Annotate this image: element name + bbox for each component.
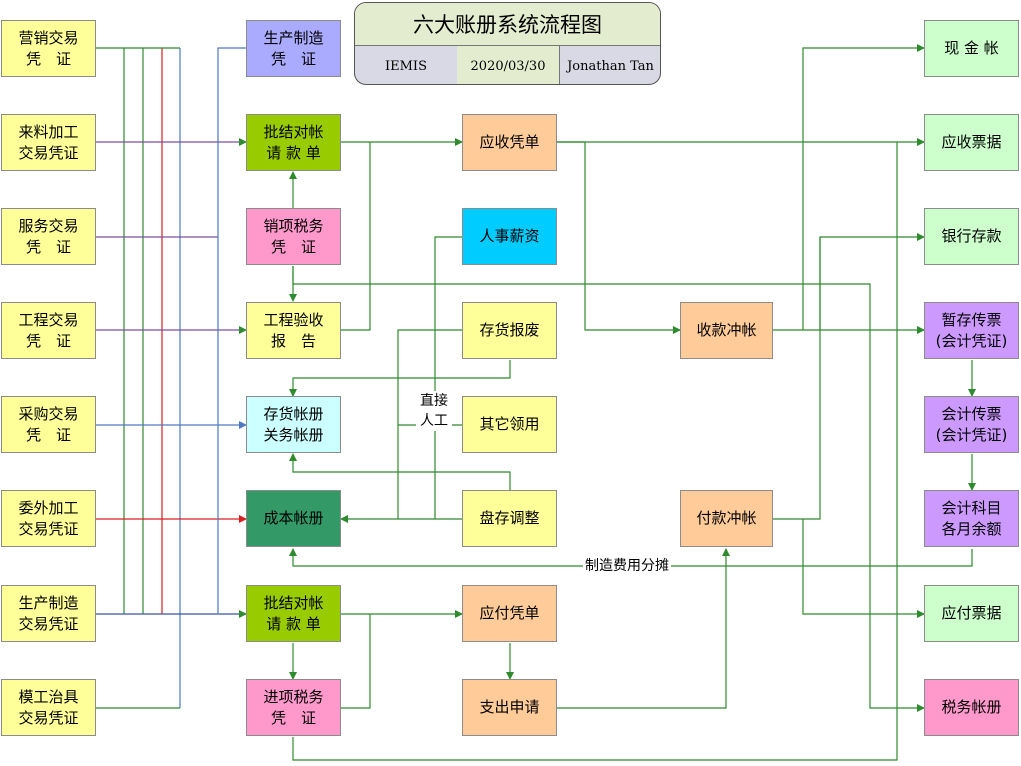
node-notes-receivable: 应收票据 [924, 114, 1019, 171]
node-tooling-voucher: 模工治具 交易凭证 [1, 679, 96, 736]
node-payment-settlement: 付款冲帐 [680, 490, 773, 547]
node-notes-payable: 应付票据 [924, 585, 1019, 642]
title-panel: 六大账册系统流程图 IEMIS 2020/03/30 Jonathan Tan [354, 2, 661, 85]
node-service-voucher: 服务交易 凭 证 [1, 208, 96, 265]
node-cash-ledger: 现 金 帐 [924, 20, 1019, 77]
node-payroll: 人事薪资 [462, 208, 557, 265]
node-inventory-ledger: 存货帐册 关务帐册 [246, 396, 341, 453]
meta-author: Jonathan Tan [567, 58, 654, 74]
node-acceptance-report: 工程验收 报 告 [246, 302, 341, 359]
diagram-title: 六大账册系统流程图 [355, 3, 660, 46]
node-input-tax-voucher: 进项税务 凭 证 [246, 679, 341, 736]
node-processing-voucher: 来料加工 交易凭证 [1, 114, 96, 171]
label-overhead-allocation: 制造费用分摊 [583, 556, 671, 576]
node-accounting-voucher: 会计传票 (会计凭证) [924, 396, 1019, 453]
node-production-voucher: 生产制造 凭 证 [246, 20, 341, 77]
node-manufacturing-voucher: 生产制造 交易凭证 [1, 585, 96, 642]
node-receivable-voucher: 应收凭单 [462, 114, 557, 171]
label-direct-labor: 直接 人工 [416, 391, 452, 431]
node-output-tax-voucher: 销项税务 凭 证 [246, 208, 341, 265]
node-other-issue: 其它领用 [462, 396, 557, 453]
node-bank-deposit: 银行存款 [924, 208, 1019, 265]
node-stock-adjustment: 盘存调整 [462, 490, 557, 547]
node-sales-voucher: 营销交易 凭 证 [1, 20, 96, 77]
node-purchase-voucher: 采购交易 凭 证 [1, 396, 96, 453]
node-billing-request-top: 批结对帐 请 款 单 [246, 114, 341, 171]
node-temp-voucher: 暂存传票 (会计凭证) [924, 302, 1019, 359]
node-outsourcing-voucher: 委外加工 交易凭证 [1, 490, 96, 547]
node-payable-voucher: 应付凭单 [462, 585, 557, 642]
node-inventory-scrap: 存货报废 [462, 302, 557, 359]
node-tax-ledger: 税务帐册 [924, 679, 1019, 736]
node-payment-request: 支出申请 [462, 679, 557, 736]
meta-system: IEMIS [355, 46, 458, 84]
node-monthly-balance: 会计科目 各月余额 [924, 490, 1019, 547]
node-engineering-voucher: 工程交易 凭 证 [1, 302, 96, 359]
meta-date: 2020/03/30 [457, 46, 560, 84]
node-receipt-settlement: 收款冲帐 [680, 302, 773, 359]
node-billing-request-bottom: 批结对帐 请 款 单 [246, 585, 341, 642]
node-cost-ledger: 成本帐册 [246, 490, 341, 547]
